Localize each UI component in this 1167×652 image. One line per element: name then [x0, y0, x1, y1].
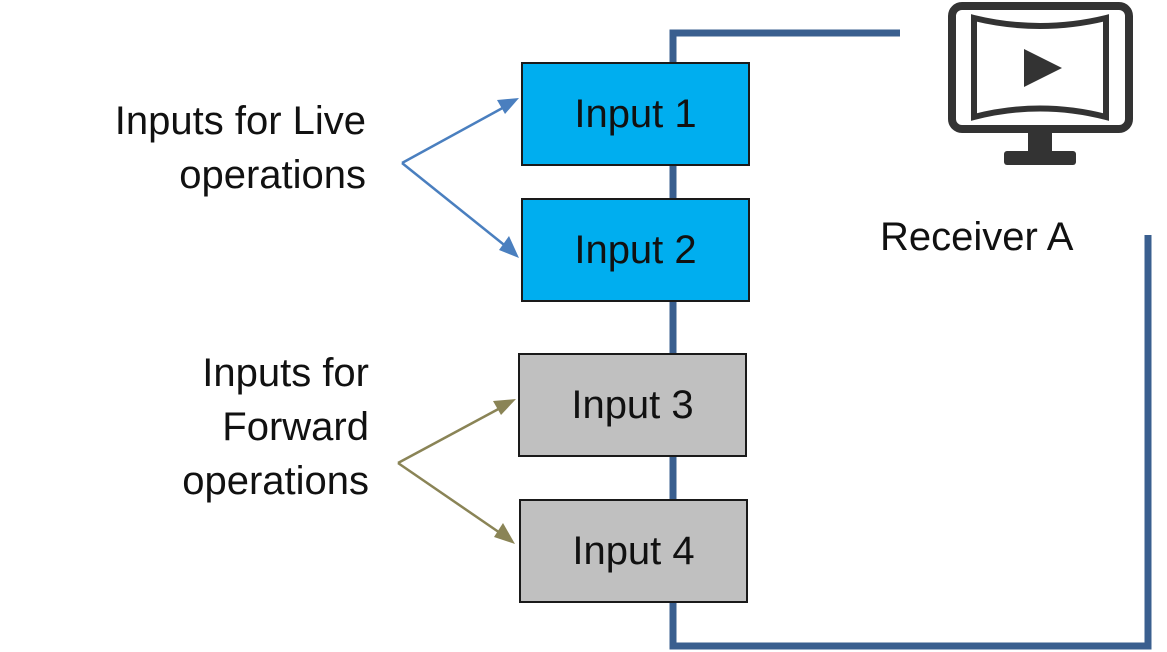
live-inputs-label: Inputs for Live operations	[40, 94, 366, 202]
input-2-box: Input 2	[521, 198, 750, 302]
forward-arrowhead-4	[494, 523, 515, 544]
forward-arrow-to-input-3	[397, 404, 505, 465]
forward-arrowhead-3	[493, 399, 516, 415]
live-arrow-to-input-2	[401, 162, 509, 249]
live-inputs-label-line-2: operations	[179, 153, 366, 197]
input-2-label: Input 2	[574, 227, 697, 272]
bus-line	[669, 29, 1152, 650]
input-4-label: Input 4	[572, 528, 695, 573]
live-arrow-to-input-1	[401, 103, 509, 165]
forward-inputs-label-line-2: Forward	[222, 405, 369, 449]
forward-inputs-label-line-3: operations	[182, 459, 369, 503]
live-arrowhead-2	[499, 236, 519, 258]
input-1-label: Input 1	[574, 91, 697, 136]
receiver-label: Receiver A	[880, 215, 1074, 259]
live-arrows	[401, 98, 519, 258]
forward-arrow-to-input-4	[397, 461, 504, 537]
live-arrowhead-1	[497, 98, 519, 114]
input-4-box: Input 4	[519, 499, 748, 603]
forward-inputs-label-line-1: Inputs for	[202, 351, 369, 395]
monitor-play-icon	[948, 2, 1133, 165]
input-3-box: Input 3	[518, 353, 747, 457]
live-inputs-label-line-1: Inputs for Live	[114, 99, 366, 143]
forward-inputs-label: Inputs for Forward operations	[40, 346, 369, 508]
forward-arrows	[397, 399, 516, 544]
input-1-box: Input 1	[521, 62, 750, 166]
input-3-label: Input 3	[571, 382, 694, 427]
